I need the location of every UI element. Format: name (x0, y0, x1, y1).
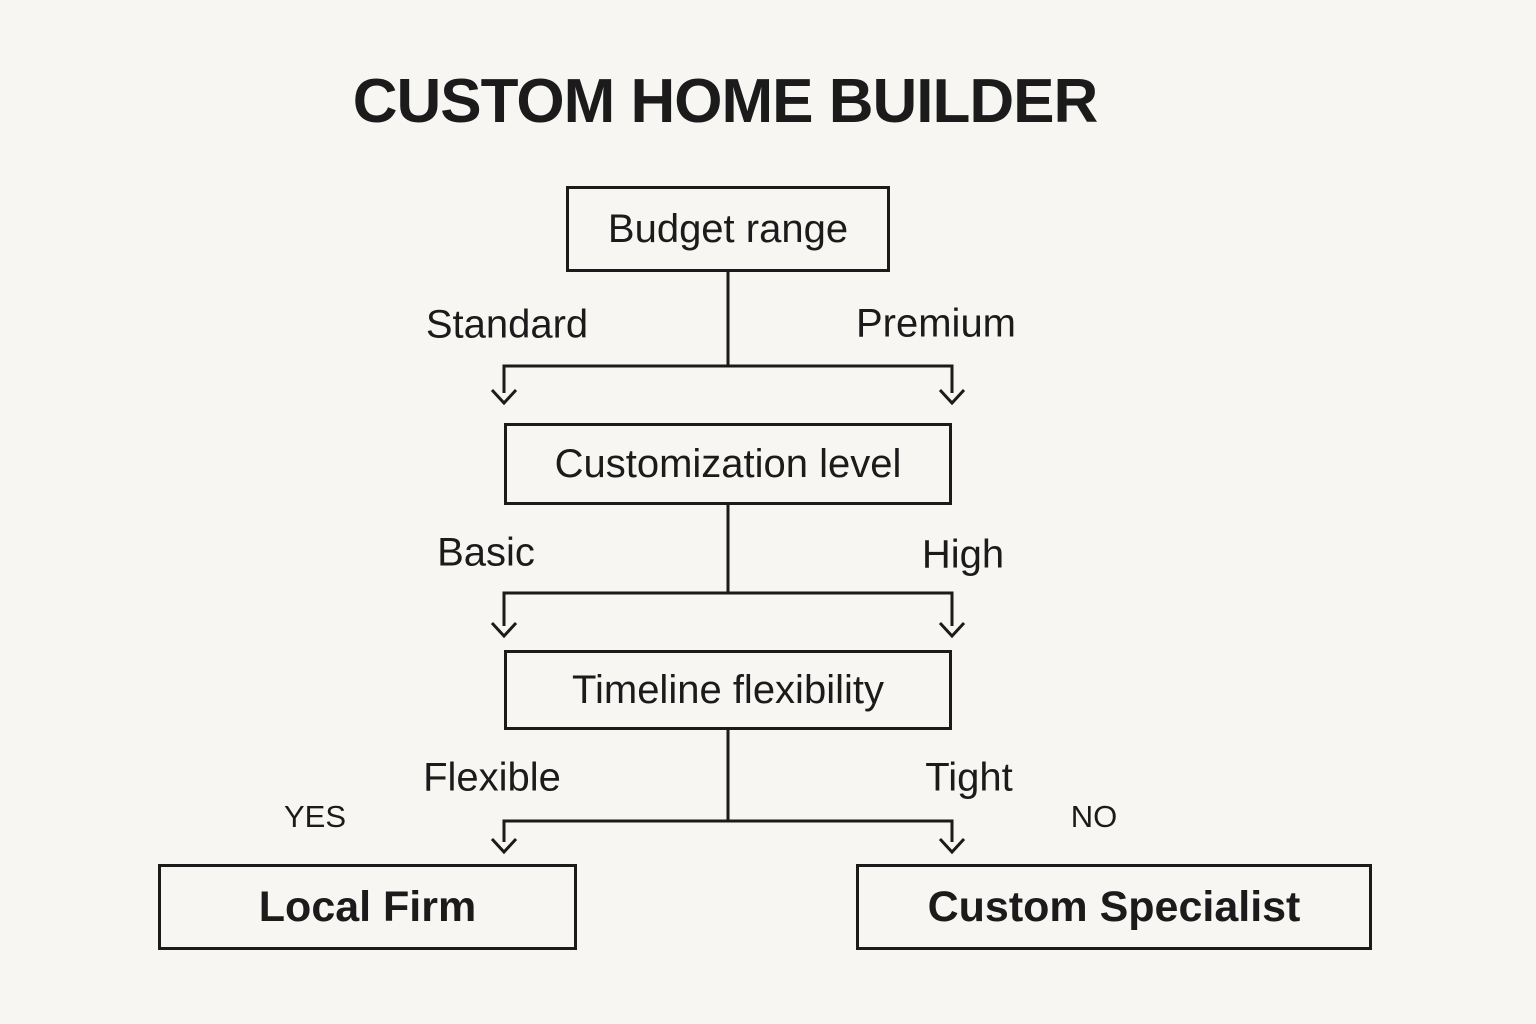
node-custom-specialist-label: Custom Specialist (927, 882, 1301, 931)
node-custom-specialist: Custom Specialist (856, 864, 1372, 950)
annotation-yes: YES (283, 799, 347, 834)
arrowhead-down-icon (938, 837, 966, 855)
node-timeline-flexibility: Timeline flexibility (504, 650, 952, 730)
arrowhead-down-icon (938, 621, 966, 639)
branch-label-standard: Standard (425, 302, 589, 347)
node-customization-level: Customization level (504, 423, 952, 505)
node-customization-level-label: Customization level (554, 441, 902, 486)
branch-label-basic: Basic (437, 530, 535, 575)
connector-budget-split (502, 364, 954, 393)
connector-timeline-split (502, 819, 954, 842)
branch-label-flexible: Flexible (423, 755, 561, 800)
node-local-firm: Local Firm (158, 864, 577, 950)
node-timeline-flexibility-label: Timeline flexibility (572, 667, 884, 712)
arrowhead-down-icon (938, 388, 966, 406)
page-title: CUSTOM HOME BUILDER (352, 67, 1099, 136)
node-budget-range: Budget range (566, 186, 890, 272)
node-local-firm-label: Local Firm (258, 882, 477, 931)
arrowhead-down-icon (490, 837, 518, 855)
annotation-no: NO (1070, 799, 1118, 834)
branch-label-tight: Tight (925, 755, 1013, 800)
branch-label-high: High (921, 532, 1005, 577)
node-budget-range-label: Budget range (607, 206, 849, 251)
arrowhead-down-icon (490, 621, 518, 639)
connector-customization-split (502, 591, 954, 626)
branch-label-premium: Premium (855, 301, 1017, 346)
arrowhead-down-icon (490, 388, 518, 406)
